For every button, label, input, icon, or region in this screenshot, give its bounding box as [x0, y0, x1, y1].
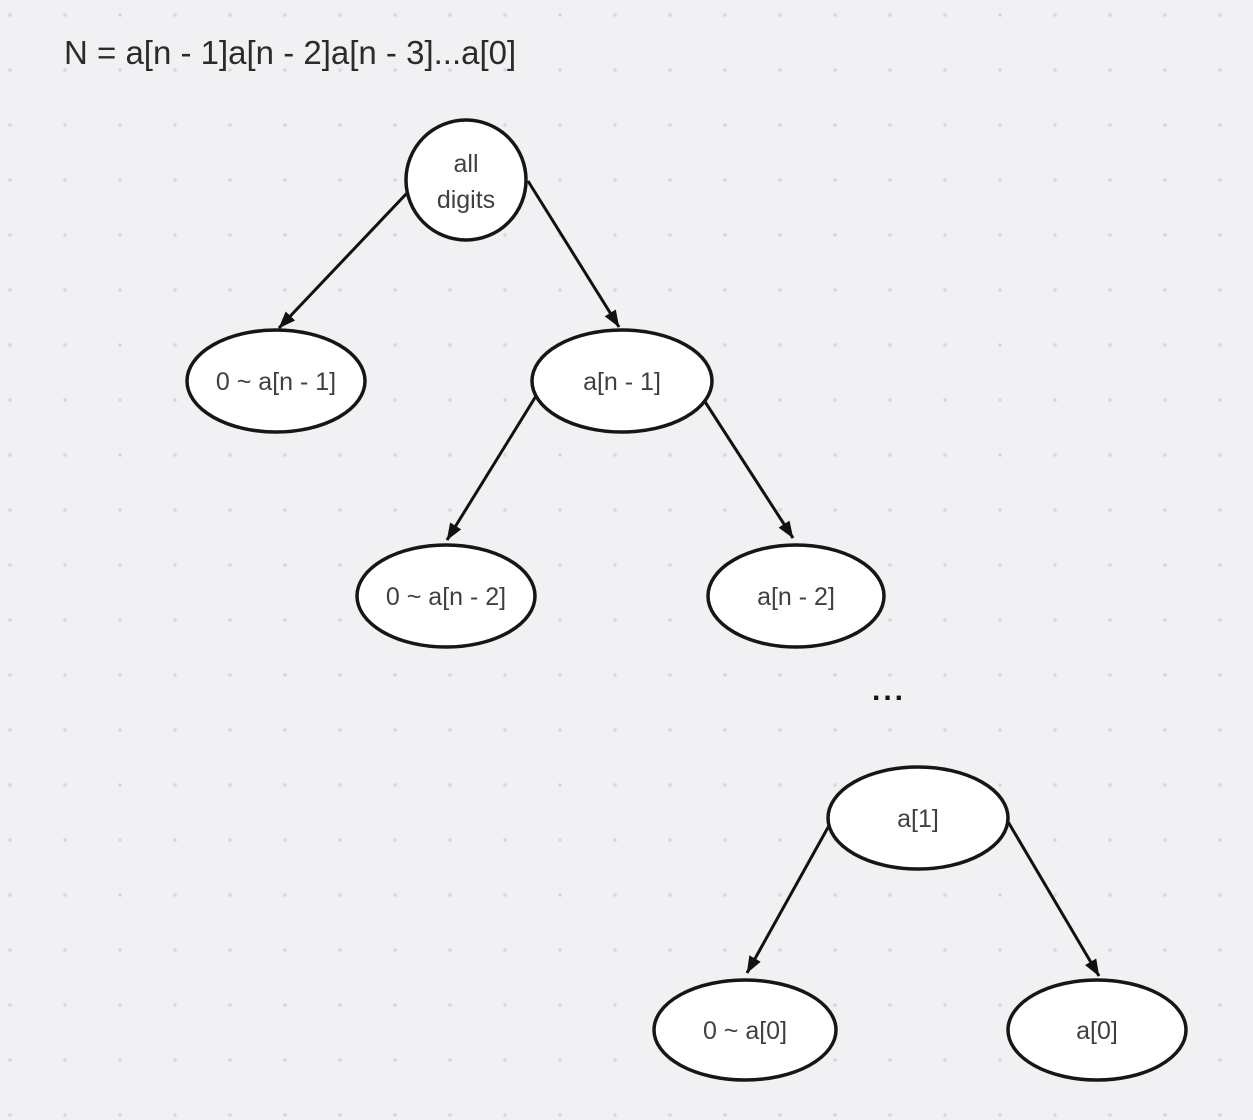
edge-a1-to-range-0: [745, 821, 833, 974]
node-all-digits: [404, 118, 528, 242]
label-all-digits-line2: digits: [437, 186, 495, 214]
label-exact-0: a[0]: [1076, 1017, 1118, 1045]
node-exact-n1: [530, 328, 714, 434]
edge-exact-n1-to-exact-n2: [698, 393, 795, 539]
node-a1: [826, 765, 1010, 871]
edge-exact-n1-to-range-n2: [445, 395, 538, 541]
ellipsis-text: ...: [872, 674, 906, 707]
label-exact-n1: a[n - 1]: [583, 368, 661, 396]
label-all-digits-line1: all: [453, 150, 478, 178]
formula-text: N = a[n - 1]a[n - 2]a[n - 3]...a[0]: [64, 34, 517, 71]
node-range-n1: [185, 328, 367, 434]
label-range-n2: 0 ~ a[n - 2]: [386, 583, 506, 611]
edge-root-to-exact-n1: [526, 180, 621, 328]
node-exact-0: [1006, 978, 1188, 1082]
node-exact-n2: [706, 543, 886, 649]
label-range-0: 0 ~ a[0]: [703, 1017, 787, 1045]
label-range-n1: 0 ~ a[n - 1]: [216, 368, 336, 396]
edge-a1-to-exact-0: [1005, 819, 1101, 977]
label-a1: a[1]: [897, 805, 939, 833]
label-exact-n2: a[n - 2]: [757, 583, 835, 611]
node-range-n2: [355, 543, 537, 649]
edge-root-to-range-n1: [277, 190, 410, 330]
node-range-0: [652, 978, 838, 1082]
